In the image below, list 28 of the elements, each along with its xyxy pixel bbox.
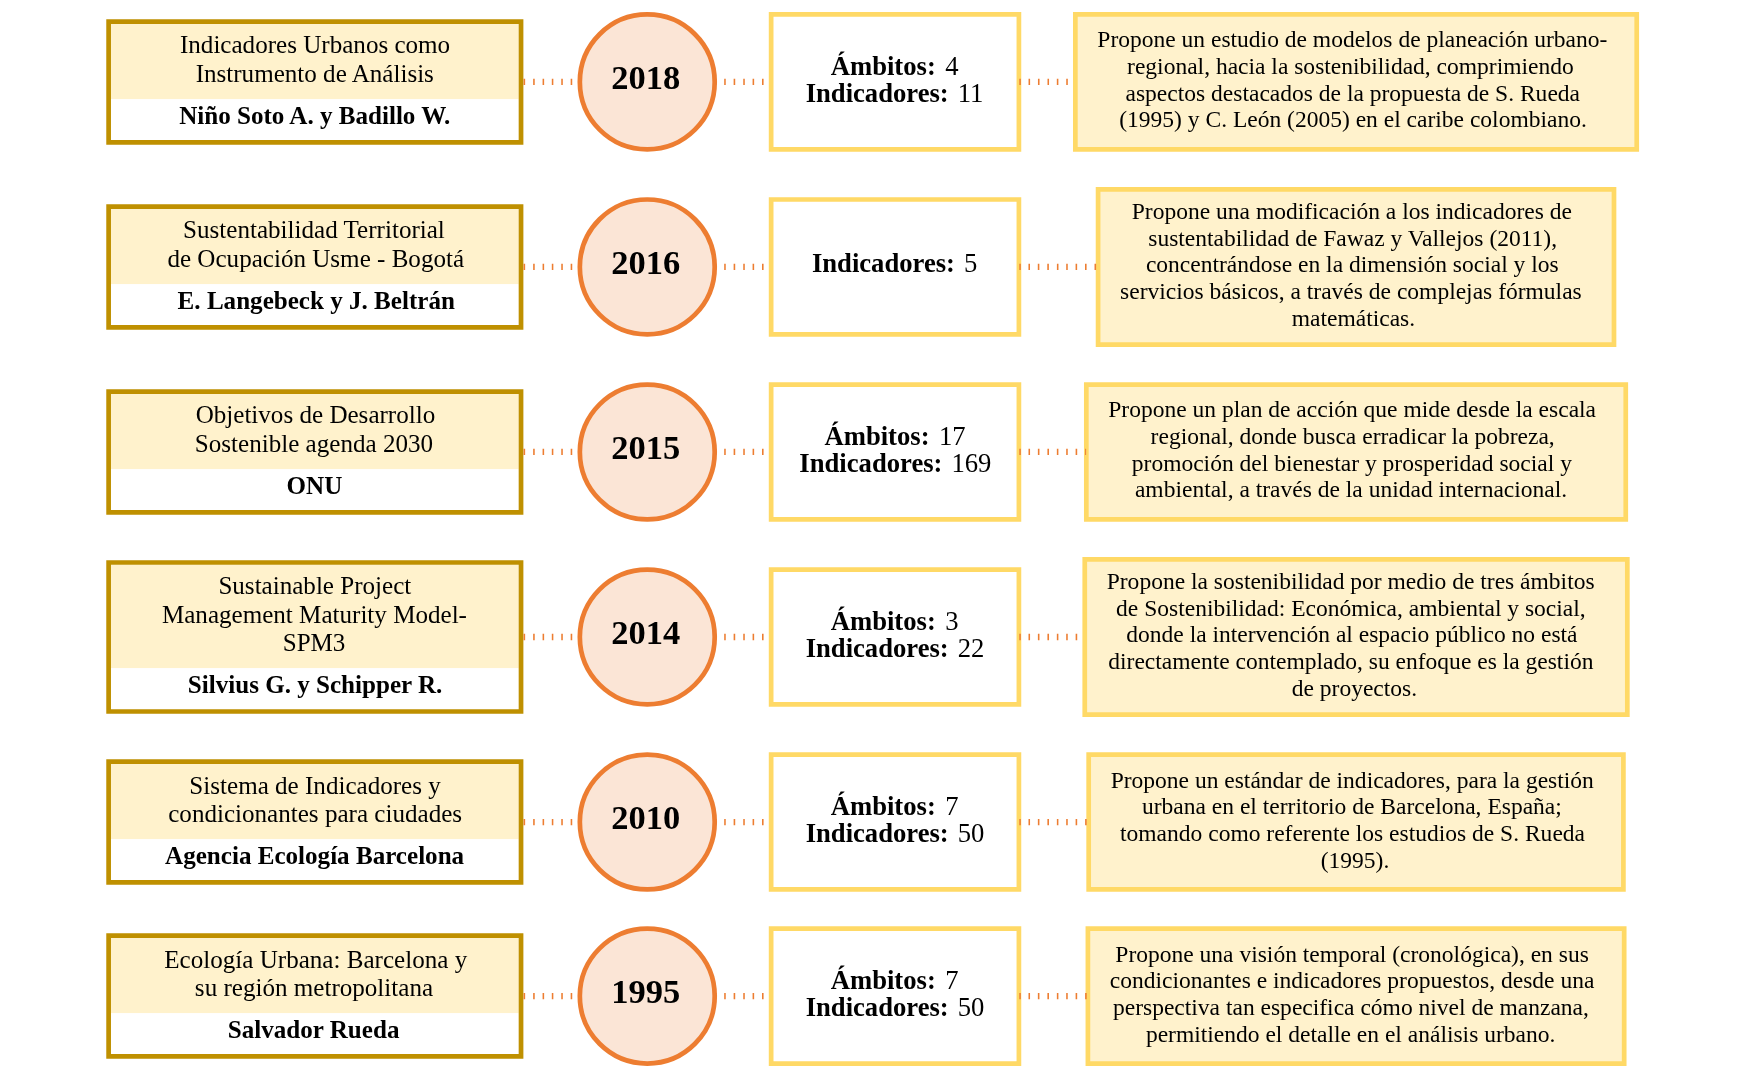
connector <box>1018 992 1088 1000</box>
node-box: Propone una modificación a los indicadores de sustentabilidad de Fawaz y Vallejos (2011), concentrándose en la dimensión social y los servicios básicos, a través de complejas fórmulas matemáticas. <box>1095 186 1616 347</box>
node-box: Propone un estándar de indicadores, para la gestión urbana en el territorio de Barcelona, España; tomando como referente los estudios de S. Rueda (1995). <box>1085 752 1626 892</box>
node-box: Ámbitos: 7 Indicadores: 50 <box>768 926 1021 1066</box>
node-box: Indicadores Urbanos como Instrumento de Análisis Niño Soto A. y Badillo W. <box>105 19 523 145</box>
node-circle: 2014 <box>577 567 717 707</box>
node-circle: 1995 <box>577 926 717 1066</box>
node-circle: 2010 <box>577 752 717 892</box>
node-box: Ámbitos: 3 Indicadores: 22 <box>768 567 1021 707</box>
connector <box>1018 818 1088 826</box>
node-box: Indicadores: 5 <box>768 197 1021 337</box>
node-box: Propone un estudio de modelos de planeación urbano-regional, hacia la sostenibilidad, comprimiendo aspectos destacados de la propuesta de S. Rueda (1995) y C. León (2005) en el caribe colombiano. <box>1072 12 1639 152</box>
node-box: Propone un plan de acción que mide desde la escala regional, donde busca erradicar la pobreza, promoción del bienestar y prosperidad social y ambiental, a través de la unidad internacional. <box>1083 382 1628 522</box>
node-box: Ámbitos: 4 Indicadores: 11 <box>768 12 1021 152</box>
node-circle: 2018 <box>577 12 717 152</box>
node-box: Ámbitos: 17 Indicadores: 169 <box>768 382 1021 522</box>
connector <box>1018 263 1098 271</box>
node-box: Sustainable Project Management Maturity Model-SPM3 Silvius G. y Schipper R. <box>105 560 523 714</box>
connector <box>1018 448 1086 456</box>
node-circle: 2015 <box>577 382 717 522</box>
node-box: Sistema de Indicadores y condicionantes para ciudades Agencia Ecología Barcelona <box>105 759 523 885</box>
node-box: Propone la sostenibilidad por medio de tres ámbitos de Sostenibilidad: Económica, ambiental y social, donde la intervención al espacio público no está directamente contemplado, su enfoque es la gestión de proyectos. <box>1081 557 1630 717</box>
node-box: Sustentabilidad Territorial de Ocupación Usme - Bogotá E. Langebeck y J. Beltrán <box>105 204 523 330</box>
node-box: Propone una visión temporal (cronológica), en sus condicionantes e indicadores propuestos, desde una perspectiva tan especifica cómo nivel de manzana, permitiendo el detalle en el análisis urbano. <box>1085 926 1627 1066</box>
node-circle: 2016 <box>577 197 717 337</box>
node-box: Objetivos de Desarrollo Sostenible agenda 2030 ONU <box>105 389 523 515</box>
node-box: Ámbitos: 7 Indicadores: 50 <box>768 752 1021 892</box>
node-box: Ecología Urbana: Barcelona y su región metropolitana Salvador Rueda <box>105 933 523 1059</box>
